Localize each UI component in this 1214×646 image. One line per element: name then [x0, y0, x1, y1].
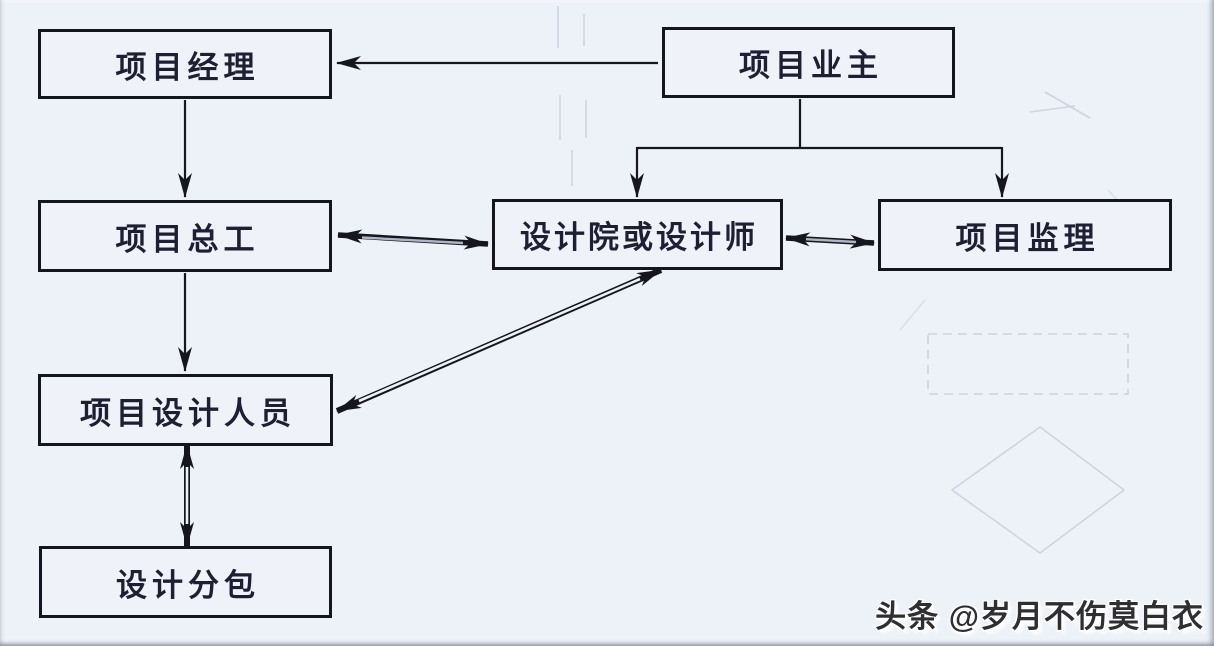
node-design-subcontract: 设计分包	[39, 546, 332, 618]
node-design-staff: 项目设计人员	[38, 374, 333, 446]
node-design-institute: 设计院或设计师	[492, 199, 783, 270]
node-project-supervisor: 项目监理	[878, 199, 1172, 271]
ghost-diamond	[950, 426, 1126, 554]
arrow-gap-3	[358, 277, 641, 403]
node-chief-engineer: 项目总工	[38, 200, 332, 272]
arrow-gap-1	[361, 236, 464, 245]
ghost-rectangle	[927, 333, 1129, 395]
ghost-marks-top	[557, 6, 587, 186]
watermark: 头条 @岁月不伤莫白衣	[875, 599, 1204, 634]
arrow-gap-2	[805, 238, 857, 244]
ghost-marks-right	[1029, 91, 1091, 119]
bidirectional-arrows	[180, 229, 875, 547]
node-project-manager: 项目经理	[38, 29, 332, 99]
node-project-owner: 项目业主	[662, 27, 955, 98]
